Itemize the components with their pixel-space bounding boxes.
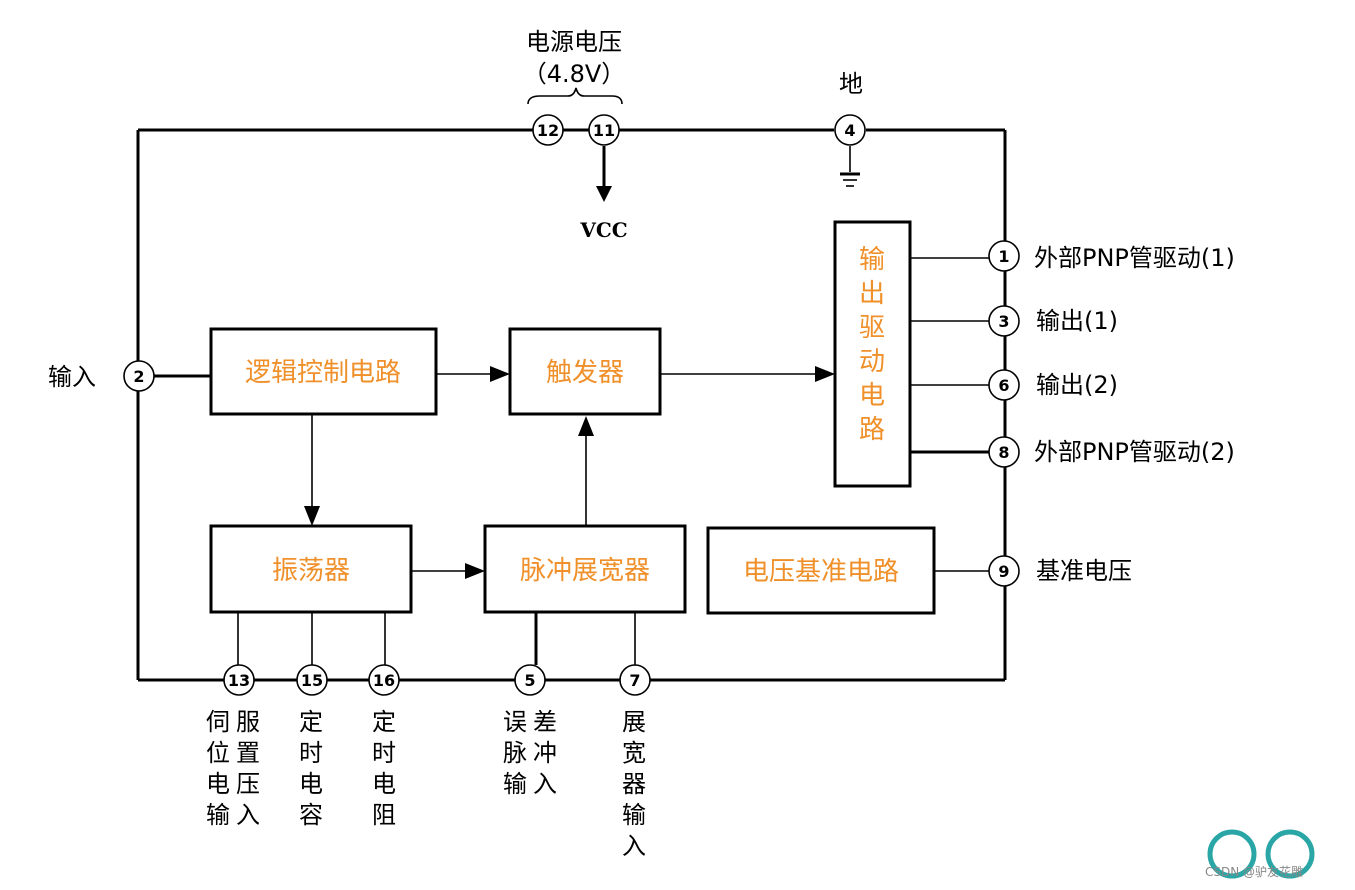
trigger-label: 触发器 [546, 358, 624, 388]
supply-value: （4.8V） [523, 60, 626, 88]
svg-text:13: 13 [228, 671, 250, 690]
output-driver-label: 输 出 驱 动 电 路 [859, 245, 885, 445]
svg-text:定: 定 [299, 708, 323, 736]
pin16-label: 定 时 电 阻 [372, 708, 396, 829]
svg-text:6: 6 [998, 376, 1009, 395]
pulse-stretcher-block [483, 524, 687, 614]
pin-13: 13 [223, 664, 255, 696]
svg-text:阻: 阻 [372, 801, 396, 829]
svg-text:16: 16 [373, 671, 395, 690]
pulse-stretcher-label: 脉冲展宽器 [520, 556, 650, 586]
svg-text:宽: 宽 [622, 739, 646, 767]
input-label: 输入 [48, 363, 96, 391]
supply-label: 电源电压 [526, 28, 622, 56]
voltage-ref-label: 电压基准电路 [743, 557, 899, 587]
pin9-label: 基准电压 [1036, 557, 1132, 585]
svg-text:电: 电 [299, 770, 323, 798]
vcc-arrow [596, 146, 612, 202]
pin1-label: 外部PNP管驱动(1) [1034, 244, 1235, 272]
svg-text:时: 时 [299, 739, 323, 767]
pin-16: 16 [368, 664, 400, 696]
pin8-label: 外部PNP管驱动(2) [1034, 438, 1235, 466]
pin-2: 2 [123, 360, 155, 392]
svg-text:脉冲: 脉冲 [503, 739, 563, 767]
svg-text:输: 输 [859, 245, 885, 275]
supply-brace [527, 87, 623, 105]
svg-text:时: 时 [372, 739, 396, 767]
svg-text:输: 输 [622, 801, 646, 829]
pin-9: 9 [988, 555, 1020, 587]
watermark: CSDN @驴友花雕 [1205, 829, 1315, 879]
ground-icon [840, 146, 860, 187]
svg-text:动: 动 [859, 347, 885, 377]
voltage-ref-block [706, 526, 936, 615]
pin13-label: 伺服 位置 电压 输入 [206, 708, 266, 829]
svg-text:2: 2 [133, 367, 144, 386]
oscillator-label: 振荡器 [272, 556, 350, 586]
svg-text:输入: 输入 [503, 770, 563, 798]
svg-text:器: 器 [622, 770, 646, 798]
pin-12: 12 [532, 114, 564, 146]
pin-15: 15 [296, 664, 328, 696]
svg-text:容: 容 [299, 801, 323, 829]
svg-text:误差: 误差 [503, 708, 563, 736]
ground-label: 地 [839, 70, 863, 98]
pin6-label: 输出(2) [1036, 371, 1118, 399]
pin-3: 3 [988, 305, 1020, 337]
svg-text:15: 15 [301, 671, 323, 690]
pin-8: 8 [988, 436, 1020, 468]
svg-text:电压: 电压 [206, 770, 266, 798]
svg-text:5: 5 [524, 671, 535, 690]
svg-text:位置: 位置 [206, 739, 266, 767]
logic-control-block [209, 327, 438, 416]
trigger-block [508, 327, 662, 416]
svg-text:12: 12 [537, 121, 559, 140]
svg-text:入: 入 [622, 832, 646, 860]
pin3-label: 输出(1) [1036, 307, 1118, 335]
signal-arrows [154, 257, 989, 665]
pin7-label: 展 宽 器 输 入 [622, 708, 646, 860]
pin-1: 1 [988, 240, 1020, 272]
svg-text:路: 路 [859, 415, 885, 445]
svg-text:定: 定 [372, 708, 396, 736]
svg-text:8: 8 [998, 443, 1009, 462]
svg-text:7: 7 [629, 671, 640, 690]
pin-4: 4 [834, 114, 866, 146]
pin-7: 7 [619, 664, 651, 696]
oscillator-block [209, 524, 413, 614]
vcc-label: VCC [579, 218, 627, 242]
svg-text:1: 1 [998, 247, 1009, 266]
svg-text:输入: 输入 [206, 801, 266, 829]
svg-text:电: 电 [372, 770, 396, 798]
svg-text:4: 4 [844, 121, 855, 140]
pin-5: 5 [514, 664, 546, 696]
svg-text:伺服: 伺服 [206, 708, 266, 736]
output-driver-block [833, 220, 912, 488]
svg-text:电: 电 [859, 381, 885, 411]
svg-text:驱: 驱 [859, 313, 885, 343]
logic-control-label: 逻辑控制电路 [245, 358, 401, 388]
wire-frame [136, 128, 1007, 682]
svg-text:3: 3 [998, 312, 1009, 331]
pin5-label: 误差 脉冲 输入 [503, 708, 563, 798]
pin-11: 11 [588, 114, 620, 146]
svg-text:展: 展 [622, 708, 646, 736]
watermark-text: CSDN @驴友花雕 [1205, 864, 1303, 879]
pin-6: 6 [988, 369, 1020, 401]
svg-text:9: 9 [998, 562, 1009, 581]
pin15-label: 定 时 电 容 [299, 708, 323, 829]
svg-text:11: 11 [593, 121, 615, 140]
svg-text:出: 出 [859, 279, 885, 309]
